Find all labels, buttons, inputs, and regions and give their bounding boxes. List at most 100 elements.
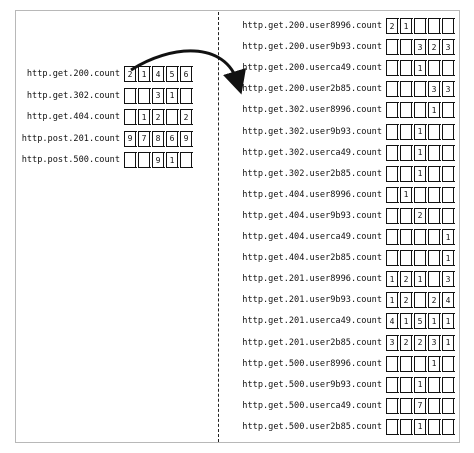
metric-label: http.get.201.user8996.count bbox=[242, 274, 382, 285]
count-cell: 1 bbox=[413, 271, 427, 288]
count-cell bbox=[399, 397, 413, 414]
metric-label: http.get.201.user2b85.count bbox=[242, 337, 382, 348]
count-cell bbox=[441, 397, 455, 414]
dashed-divider bbox=[218, 12, 219, 442]
count-cell bbox=[413, 18, 427, 34]
count-cell bbox=[399, 39, 413, 56]
count-cells: 1 bbox=[385, 123, 456, 140]
count-cell bbox=[385, 81, 399, 98]
count-cell bbox=[441, 18, 455, 34]
count-cell: 3 bbox=[441, 81, 455, 98]
count-cell: 7 bbox=[413, 397, 427, 414]
count-cell: 6 bbox=[165, 130, 179, 147]
metric-label: http.get.404.userca49.count bbox=[242, 232, 382, 242]
count-cell bbox=[399, 102, 413, 119]
count-cell bbox=[427, 60, 441, 77]
count-cell bbox=[399, 418, 413, 435]
count-cell: 1 bbox=[413, 165, 427, 182]
count-cells: 1 bbox=[385, 250, 456, 267]
count-cell bbox=[427, 418, 441, 435]
count-cell bbox=[427, 144, 441, 161]
count-cell: 1 bbox=[137, 109, 151, 125]
count-cell: 1 bbox=[441, 229, 455, 245]
metric-label: http.post.201.count bbox=[21, 133, 120, 144]
count-cell bbox=[399, 229, 413, 245]
metric-label: http.get.302.user8996.count bbox=[242, 105, 382, 116]
count-cell: 1 bbox=[427, 355, 441, 372]
count-cell: 2 bbox=[413, 207, 427, 224]
metric-row: http.get.500.user8996.count 1 bbox=[242, 355, 456, 372]
count-cell bbox=[385, 355, 399, 372]
count-cells: 1 bbox=[385, 186, 456, 203]
count-cell bbox=[427, 271, 441, 288]
metric-row: http.get.302.user2b85.count 1 bbox=[242, 165, 456, 182]
count-cell: 1 bbox=[441, 313, 455, 330]
count-cell: 9 bbox=[151, 152, 165, 168]
count-cell bbox=[441, 144, 455, 161]
count-cell: 2 bbox=[413, 334, 427, 351]
count-cell: 1 bbox=[399, 186, 413, 203]
metric-label: http.get.404.user9b93.count bbox=[242, 210, 382, 221]
count-cell: 6 bbox=[179, 66, 193, 82]
count-cell: 3 bbox=[441, 39, 455, 56]
count-cell: 7 bbox=[137, 130, 151, 147]
count-cell bbox=[399, 376, 413, 393]
count-cell bbox=[179, 152, 193, 168]
count-cell bbox=[413, 250, 427, 267]
count-cell bbox=[399, 123, 413, 140]
count-cell: 1 bbox=[399, 18, 413, 34]
count-cell: 2 bbox=[399, 271, 413, 288]
count-cell bbox=[399, 60, 413, 77]
count-cell bbox=[427, 207, 441, 224]
count-cell bbox=[427, 186, 441, 203]
count-cell: 1 bbox=[427, 313, 441, 330]
count-cell bbox=[441, 102, 455, 119]
arrow-path bbox=[130, 49, 246, 95]
count-cell: 2 bbox=[399, 292, 413, 309]
count-cell: 2 bbox=[179, 109, 193, 125]
metric-label: http.get.200.user2b85.count bbox=[242, 84, 382, 95]
count-cell: 1 bbox=[165, 152, 179, 168]
count-cell bbox=[385, 397, 399, 414]
metric-label: http.get.404.count bbox=[26, 112, 120, 122]
count-cell bbox=[427, 397, 441, 414]
count-cell: 8 bbox=[151, 130, 165, 147]
metric-label: http.post.500.count bbox=[21, 155, 120, 165]
count-cell bbox=[413, 292, 427, 309]
count-cell: 2 bbox=[427, 39, 441, 56]
count-cell bbox=[385, 102, 399, 119]
count-cell bbox=[165, 109, 179, 125]
count-cell: 5 bbox=[413, 313, 427, 330]
count-cell bbox=[427, 123, 441, 140]
metric-label: http.get.200.user9b93.count bbox=[242, 42, 382, 53]
metric-row: http.get.404.user9b93.count 2 bbox=[242, 207, 456, 224]
count-cell bbox=[123, 109, 137, 125]
count-cell: 2 bbox=[385, 18, 399, 34]
count-cell: 1 bbox=[399, 313, 413, 330]
count-cell: 3 bbox=[385, 334, 399, 351]
metric-label: http.get.302.user9b93.count bbox=[242, 126, 382, 137]
count-cells: 1 bbox=[385, 144, 456, 161]
count-cell bbox=[399, 207, 413, 224]
count-cell bbox=[385, 186, 399, 203]
metric-row: http.get.302.user8996.count 1 bbox=[242, 102, 456, 119]
metric-label: http.get.302.user2b85.count bbox=[242, 168, 382, 179]
count-cell: 1 bbox=[427, 102, 441, 119]
metric-label: http.get.201.user9b93.count bbox=[242, 295, 382, 306]
metric-label: http.get.500.user8996.count bbox=[242, 358, 382, 369]
count-cell bbox=[427, 229, 441, 245]
